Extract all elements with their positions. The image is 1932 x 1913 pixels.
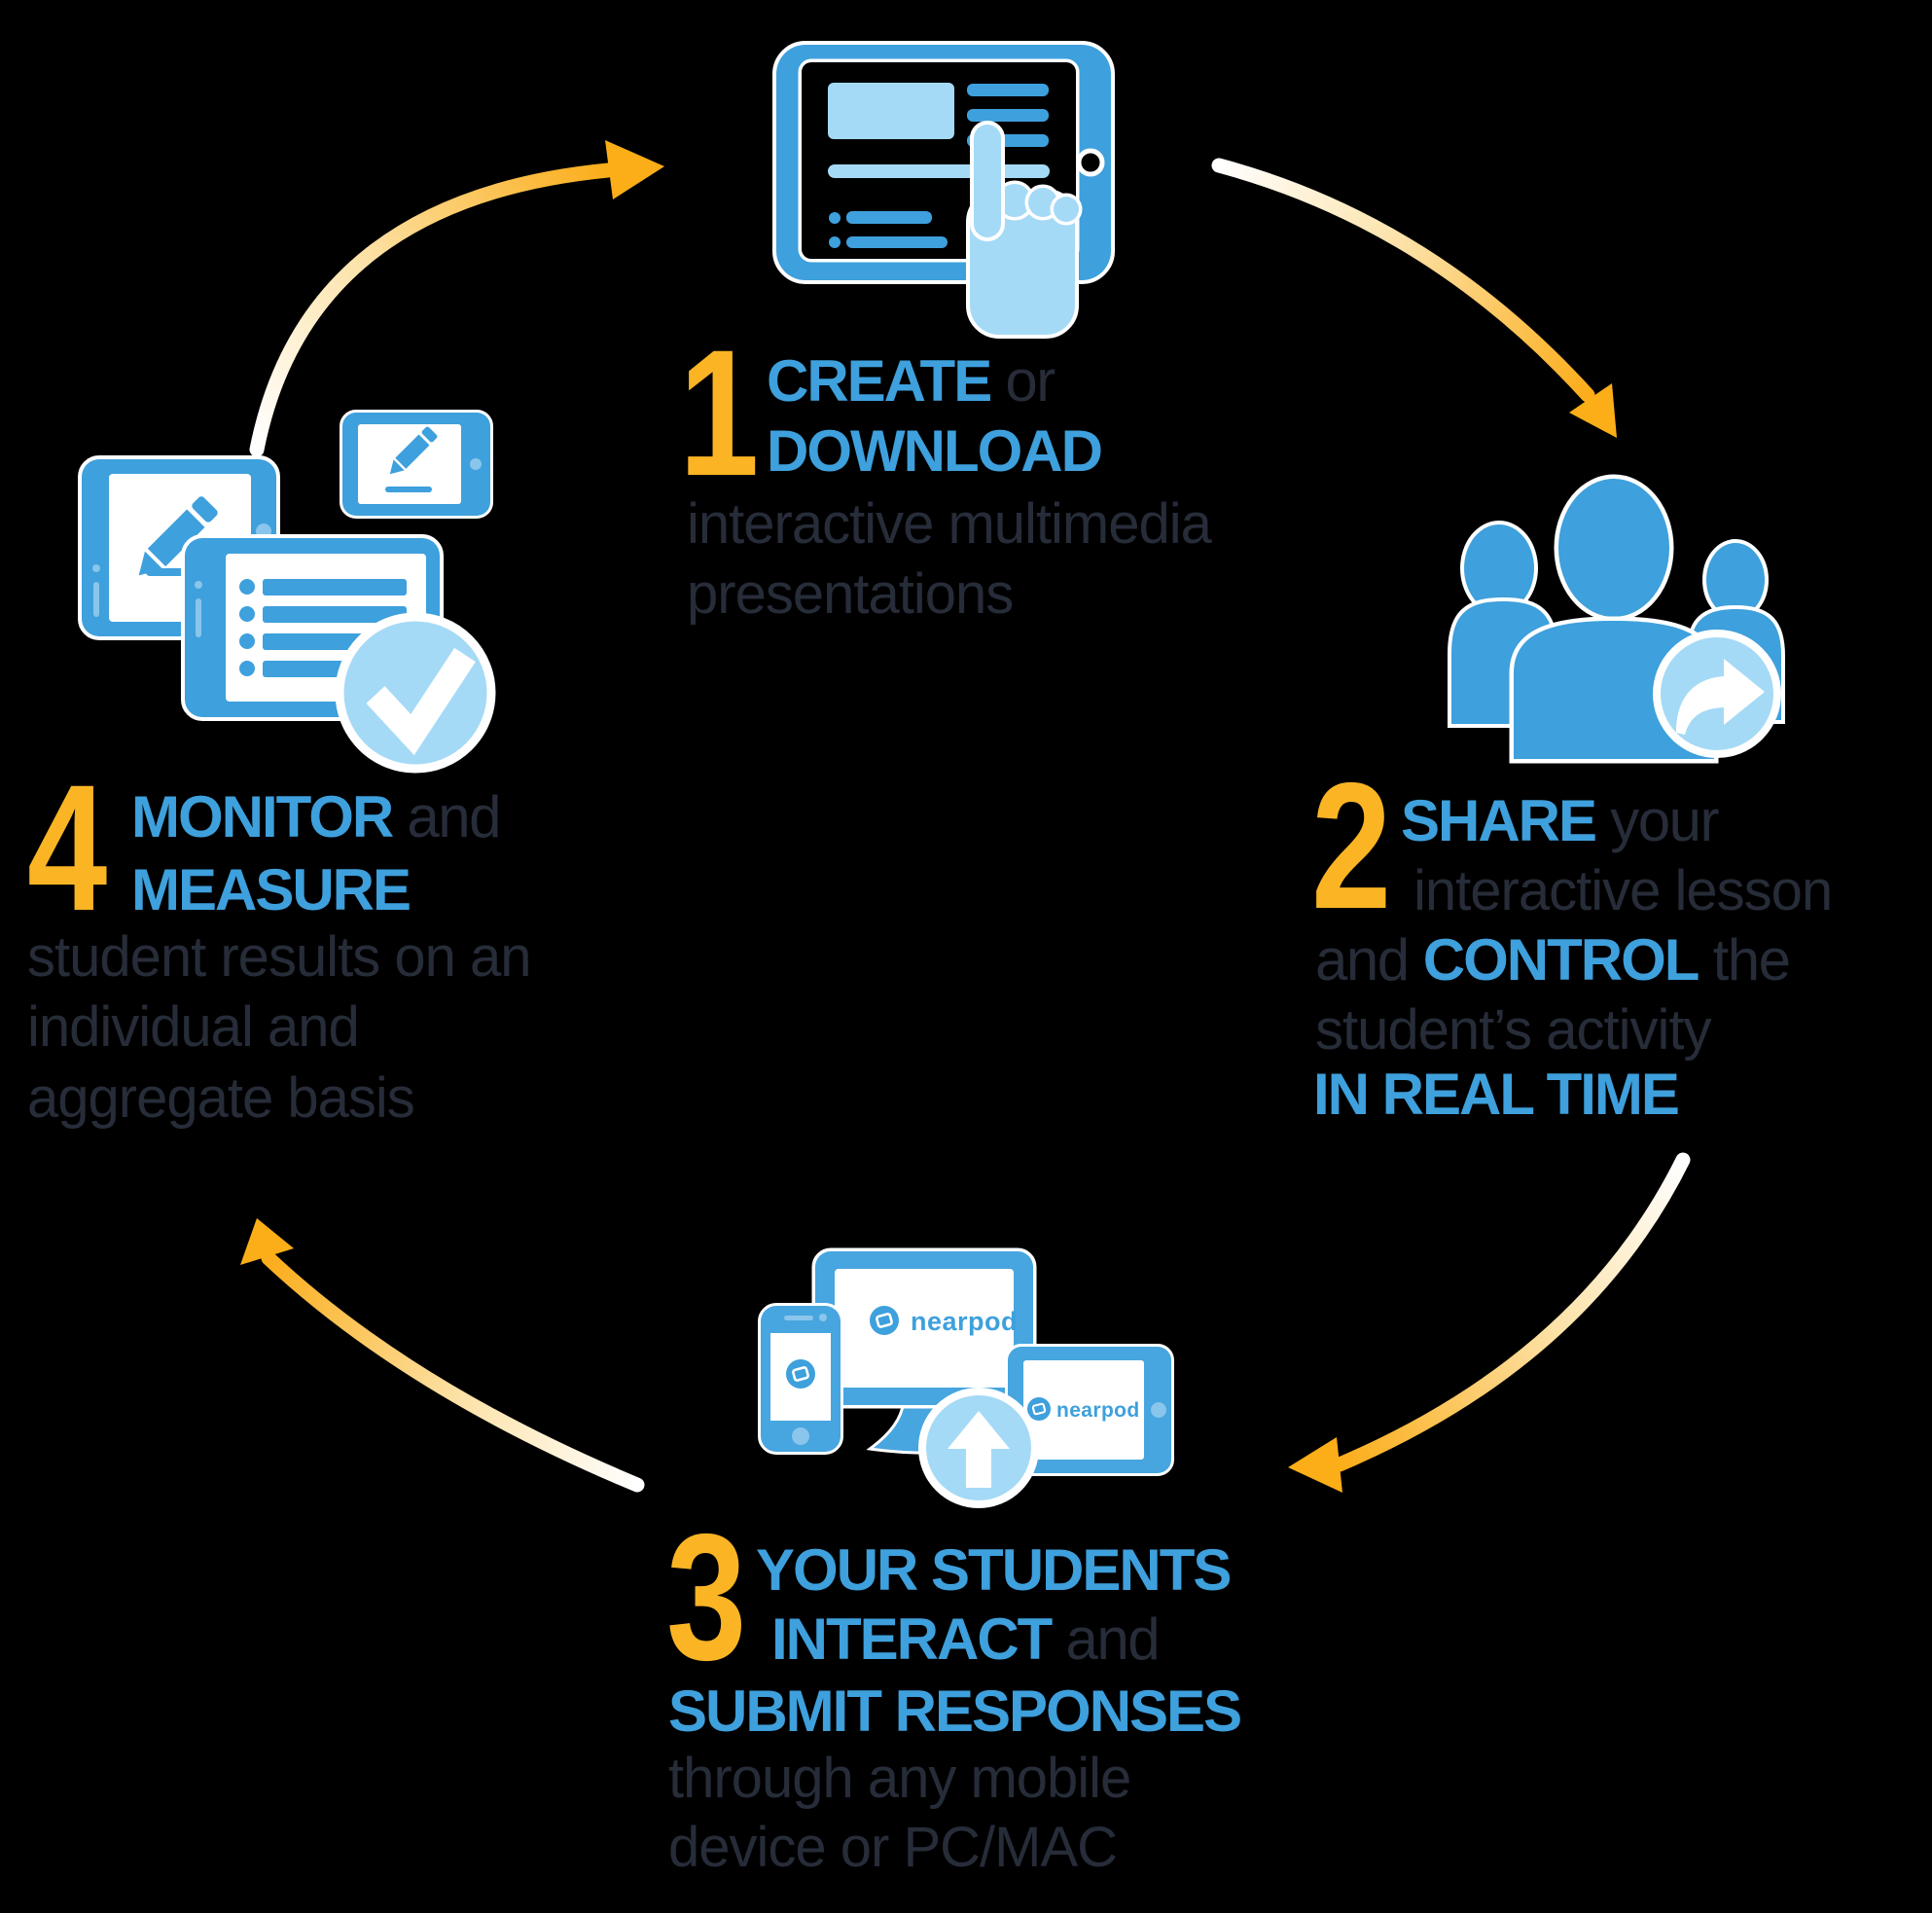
- step-3-title-line-2: INTERACT and: [771, 1610, 1161, 1669]
- step-2-keyword: IN REAL TIME: [1313, 1062, 1680, 1127]
- step-1-body-line-1: interactive multimedia: [687, 492, 1212, 556]
- step-2-title-line-1: SHARE your: [1401, 792, 1719, 850]
- step-3-keyword: INTERACT: [771, 1606, 1053, 1672]
- camera-dot-icon: [195, 581, 202, 589]
- step-2-connector: the: [1698, 927, 1791, 993]
- step-2-number: 2: [1311, 746, 1391, 947]
- cycle-arrow-to-step1: [249, 140, 664, 457]
- phone-speaker: [784, 1316, 813, 1320]
- student-tablet-icon: nearpod: [1005, 1344, 1174, 1476]
- drawn-line: [385, 487, 432, 492]
- nearpod-wordmark: nearpod: [911, 1307, 1018, 1336]
- text-line: [967, 84, 1049, 96]
- pencil-icon: [387, 424, 440, 477]
- step-1-title-line-2: DOWNLOAD: [767, 422, 1103, 481]
- list-row: [263, 579, 407, 596]
- home-button-icon: [1151, 1402, 1166, 1418]
- pencil-tablet-small-icon: [340, 410, 493, 519]
- hand-pointer-icon: [966, 121, 1083, 339]
- audience-share-icon: [1448, 474, 1785, 764]
- step-4-keyword: MEASURE: [131, 857, 411, 922]
- nearpod-logo: [786, 1359, 815, 1389]
- phone-icon: [758, 1303, 843, 1455]
- nearpod-logo: [1027, 1397, 1051, 1421]
- step-2-connector: your: [1595, 788, 1719, 853]
- arrowhead-up-left-icon: [240, 1218, 294, 1265]
- tablets-review-icon: [78, 410, 496, 774]
- list-dot: [239, 606, 255, 622]
- home-button-icon: [1076, 148, 1105, 177]
- tablet-screen: [1023, 1360, 1144, 1460]
- step-4-number: 4: [27, 748, 107, 949]
- step-4-body-line-3: aggregate basis: [27, 1066, 415, 1130]
- step-4-title-line-1: MONITOR and: [131, 788, 501, 847]
- step-2-keyword: CONTROL: [1422, 927, 1700, 993]
- cycle-arrow-to-step4: [240, 1218, 645, 1493]
- nearpod-glyph-icon: [792, 1366, 809, 1382]
- bullet-dot: [829, 212, 841, 224]
- home-button-icon: [470, 458, 482, 470]
- step-4-body-line-2: individual and: [27, 995, 360, 1059]
- step-2-body-line-1: interactive lesson: [1413, 859, 1833, 922]
- text-line: [828, 164, 1050, 178]
- cycle-arrow-to-step2: [1211, 158, 1617, 438]
- step-4-connector: and: [392, 784, 501, 849]
- monitor-screen: [835, 1269, 1014, 1388]
- checkmark-icon: [366, 647, 476, 755]
- bullet-dot: [829, 236, 841, 248]
- step-1-number: 1: [679, 313, 759, 514]
- step-2-body-line-2: student’s activity: [1315, 998, 1711, 1062]
- devices-icon: nearpod nearpod: [758, 1247, 1174, 1508]
- nearpod-glyph-icon: [1031, 1402, 1047, 1416]
- step-3-title-line-1: YOUR STUDENTS: [756, 1541, 1232, 1600]
- side-slot: [196, 598, 201, 637]
- step-1-keyword: CREATE: [767, 348, 992, 414]
- upload-arrow-icon: [948, 1411, 1010, 1449]
- step-4-title-line-2: MEASURE: [131, 861, 411, 920]
- step-1-connector: or: [990, 348, 1055, 414]
- list-dot: [239, 661, 255, 676]
- nearpod-wordmark: nearpod: [1056, 1399, 1140, 1422]
- list-dot: [239, 579, 255, 595]
- step-2-keyword: SHARE: [1401, 788, 1597, 853]
- nearpod-glyph-icon: [876, 1313, 893, 1328]
- list-dot: [239, 633, 255, 649]
- step-2-title-line-3: IN REAL TIME: [1313, 1062, 1680, 1127]
- slide-thumbnail: [828, 83, 954, 139]
- camera-dot-icon: [92, 564, 100, 572]
- list-row: [263, 606, 407, 623]
- step-1-keyword: DOWNLOAD: [767, 418, 1103, 484]
- arrowhead-left-icon: [1288, 1437, 1342, 1493]
- text-line: [846, 211, 932, 224]
- step-2-connector: and: [1315, 927, 1423, 993]
- step-3-keyword: YOUR STUDENTS: [756, 1537, 1232, 1603]
- step-4-body-line-1: student results on an: [27, 925, 531, 989]
- share-arrow-icon: [1676, 659, 1765, 735]
- cycle-arrow-to-step3: [1288, 1152, 1691, 1493]
- text-line: [967, 109, 1049, 122]
- phone-camera-icon: [819, 1314, 827, 1321]
- arrowhead-right-icon: [605, 140, 664, 199]
- step-3-body-line-1: through any mobile: [668, 1747, 1131, 1810]
- checkmark-circle-icon: [335, 612, 496, 774]
- home-button-icon: [792, 1427, 809, 1445]
- tablet-create-icon: [772, 41, 1115, 339]
- upload-arrow-stem: [966, 1449, 991, 1488]
- side-slot: [93, 582, 99, 617]
- step-3-title-line-3: SUBMIT RESPONSES: [668, 1682, 1242, 1741]
- step-3-body-line-2: device or PC/MAC: [668, 1816, 1118, 1879]
- step-3-connector: and: [1051, 1606, 1160, 1672]
- step-2-title-line-2: and CONTROL the: [1315, 931, 1791, 990]
- upload-circle-icon: [918, 1388, 1039, 1508]
- nearpod-logo: nearpod: [870, 1306, 1018, 1336]
- text-line: [846, 236, 948, 248]
- arrowhead-down-right-icon: [1569, 383, 1617, 438]
- step-4-keyword: MONITOR: [131, 784, 394, 849]
- step-3-keyword: SUBMIT RESPONSES: [668, 1678, 1242, 1744]
- step-1-title-line-1: CREATE or: [767, 352, 1055, 411]
- step-3-number: 3: [666, 1498, 746, 1698]
- share-circle-icon: [1653, 630, 1781, 758]
- step-1-body-line-2: presentations: [687, 562, 1014, 626]
